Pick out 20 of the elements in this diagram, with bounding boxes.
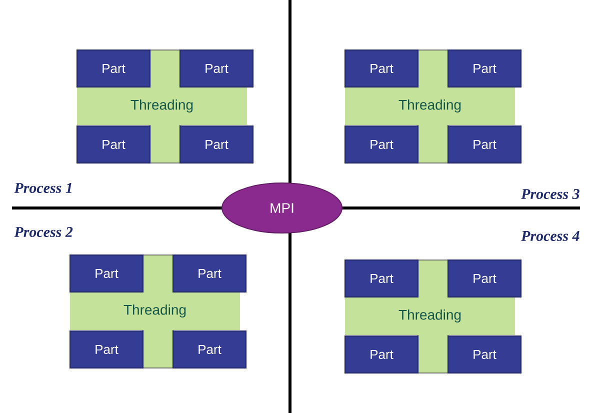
part-box: Part xyxy=(448,260,522,298)
part-box: Part xyxy=(70,254,144,292)
part-box: Part xyxy=(180,126,254,164)
part-box: Part xyxy=(344,260,418,298)
process-label: Process 4 xyxy=(521,231,580,241)
part-box: Part xyxy=(344,126,418,164)
part-box: Part xyxy=(76,50,150,88)
part-box: Part xyxy=(172,254,246,292)
part-box: Part xyxy=(70,330,144,368)
process-label: Process 3 xyxy=(521,188,580,200)
process-label: Process 2 xyxy=(14,226,73,238)
part-box: Part xyxy=(448,126,522,164)
part-box: Part xyxy=(448,336,522,374)
part-box: Part xyxy=(180,50,254,88)
part-box: Part xyxy=(448,50,522,88)
part-box: Part xyxy=(344,50,418,88)
part-box: Part xyxy=(344,336,418,374)
part-box: Part xyxy=(76,126,150,164)
process-label: Process 1 xyxy=(14,182,72,194)
part-box: Part xyxy=(172,330,246,368)
